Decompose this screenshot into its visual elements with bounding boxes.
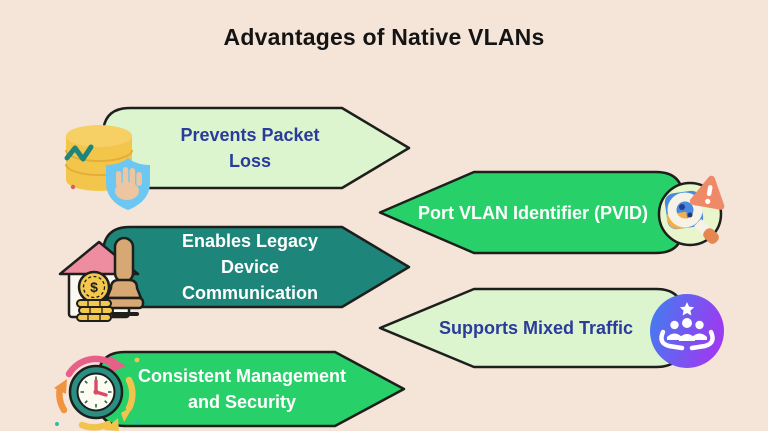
banner-label: Consistent Management and Security — [137, 365, 347, 412]
magnifier-warning-icon — [652, 172, 728, 250]
community-hands-icon — [648, 292, 726, 370]
database-shield-icon — [58, 116, 153, 211]
dollar-glyph: $ — [90, 279, 98, 295]
banner-label: Port VLAN Identifier (PVID) — [417, 202, 648, 223]
banner-label: Supports Mixed Traffic — [438, 317, 634, 338]
banner-pvid: Port VLAN Identifier (PVID) — [376, 169, 690, 257]
banner-mixed-traffic: Supports Mixed Traffic — [376, 286, 690, 370]
house-stamp-coins-icon: $ — [56, 230, 148, 324]
page-title: Advantages of Native VLANs — [223, 24, 545, 50]
banner-consistent-management: Consistent Management and Security — [95, 349, 407, 429]
clock-cycle-icon — [52, 352, 142, 431]
banner-label: Enables Legacy Device Communication — [181, 230, 319, 304]
banner-label: Prevents Packet Loss — [180, 124, 320, 171]
